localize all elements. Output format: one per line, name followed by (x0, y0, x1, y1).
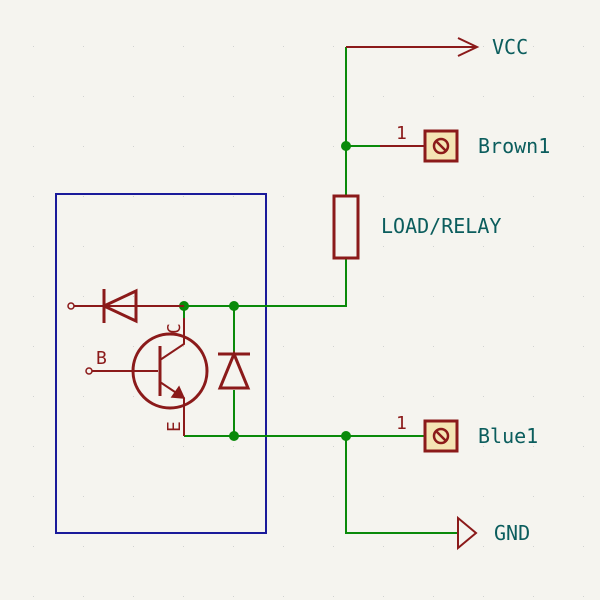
emitter-label: E (164, 421, 185, 432)
vcc-flag: VCC (346, 35, 528, 59)
screw-icon (432, 427, 450, 445)
connector-blue: 1 Blue1 (396, 413, 538, 453)
load-resistor: LOAD/RELAY (332, 194, 501, 260)
junction-dot (341, 431, 351, 441)
sensor-enclosure (55, 193, 267, 534)
junction-dot (229, 431, 239, 441)
collector-label: C (164, 323, 185, 334)
base-label: B (96, 348, 107, 369)
pin-number: 1 (396, 123, 407, 144)
load-label: LOAD/RELAY (381, 214, 501, 238)
connector-brown-label: Brown1 (478, 134, 550, 158)
wire-gnd (345, 436, 458, 534)
gnd-label: GND (494, 521, 530, 545)
connector-blue-label: Blue1 (478, 424, 538, 448)
emitter-arrow-icon (170, 385, 186, 399)
protection-diode (217, 350, 251, 390)
gnd-flag: GND (457, 515, 530, 551)
connector-brown: 1 Brown1 (380, 123, 550, 163)
junction-dot (341, 141, 351, 151)
vcc-label: VCC (492, 35, 528, 59)
input-diode (67, 288, 184, 324)
npn-transistor: B C E (85, 318, 209, 436)
junction-dot (229, 301, 239, 311)
pin-number: 1 (396, 413, 407, 434)
screw-icon (432, 137, 450, 155)
